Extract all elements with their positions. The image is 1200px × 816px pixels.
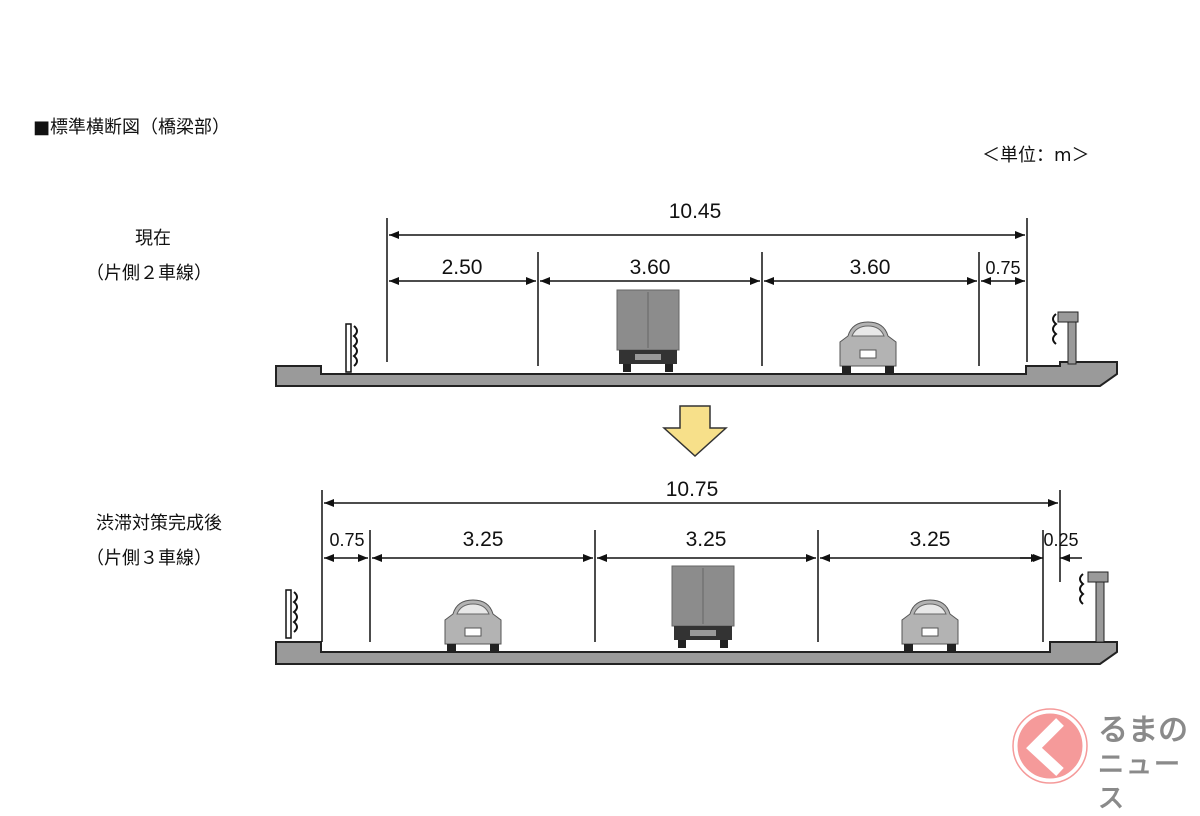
truck-icon	[671, 565, 735, 649]
after-seg-3: 3.25	[686, 528, 727, 551]
car-icon	[901, 599, 959, 652]
current-dimensions	[386, 218, 1028, 366]
kurumano-logo-icon	[1012, 708, 1088, 784]
truck-icon	[616, 289, 680, 373]
unit-label: ＜単位：m＞	[982, 145, 1090, 166]
current-seg-2: 3.60	[630, 256, 671, 279]
car-icon	[839, 321, 897, 374]
down-arrow-icon	[662, 405, 728, 458]
barrier-post-icon	[1095, 581, 1105, 643]
current-seg-4: 0.75	[985, 258, 1020, 278]
after-seg-2: 3.25	[463, 528, 504, 551]
after-seg-4: 3.25	[910, 528, 951, 551]
after-sublabel: （片側３車線）	[86, 548, 212, 569]
current-total-width: 10.45	[669, 200, 722, 223]
current-seg-1: 2.50	[442, 256, 483, 279]
after-seg-5: 0.25	[1043, 530, 1078, 550]
guardrail-icon	[285, 589, 298, 639]
current-deck	[275, 289, 1118, 387]
current-label: 現在	[135, 228, 171, 249]
logo-line-2: ニュース	[1098, 750, 1183, 814]
car-icon	[444, 599, 502, 652]
guardrail-icon	[345, 323, 358, 373]
diagram-title: ■標準横断図（橋梁部）	[33, 117, 231, 138]
after-deck	[275, 565, 1118, 665]
after-total-width: 10.75	[666, 478, 719, 501]
current-sublabel: （片側２車線）	[86, 263, 212, 284]
barrier-post-icon	[1067, 321, 1077, 365]
current-seg-3: 3.60	[850, 256, 891, 279]
after-label: 渋滞対策完成後	[96, 513, 222, 534]
logo-text: るまの ニュース	[1098, 714, 1200, 816]
after-seg-1: 0.75	[329, 530, 364, 550]
after-dimensions	[321, 490, 1082, 642]
logo-line-1: るまの	[1098, 713, 1188, 748]
